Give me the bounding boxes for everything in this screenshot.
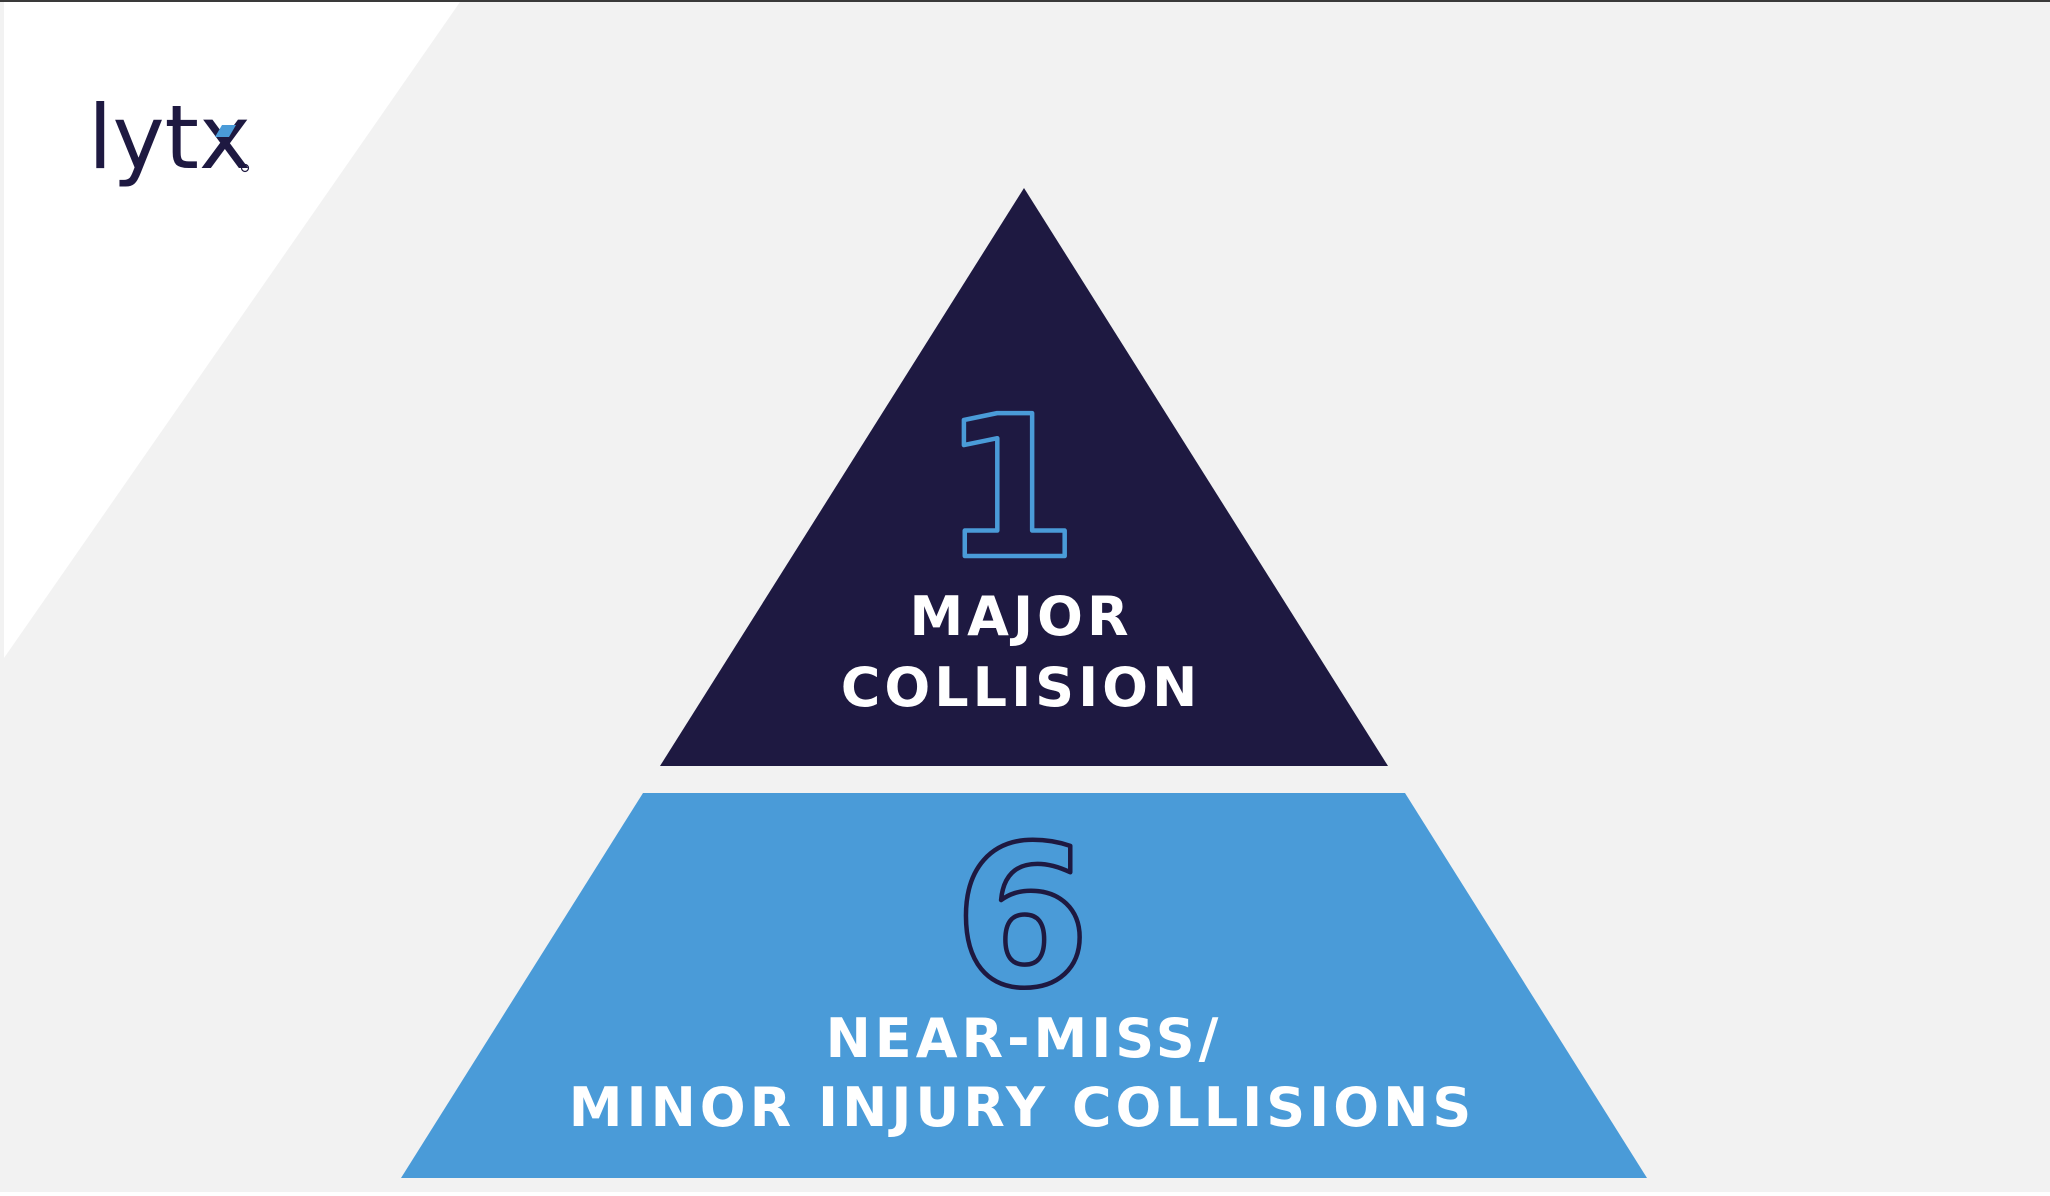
pyramid-bottom-tier bbox=[401, 793, 1647, 1178]
bottom-tier-number: 6 bbox=[954, 804, 1090, 1032]
bottom-tier-label-line1: NEAR-MISS/ bbox=[826, 1007, 1223, 1070]
pyramid-top-tier bbox=[660, 188, 1388, 766]
bottom-strip bbox=[0, 1192, 2050, 1196]
logo-accent-mark bbox=[215, 125, 236, 137]
bottom-tier-label-line2: MINOR INJURY COLLISIONS bbox=[569, 1076, 1475, 1139]
top-border bbox=[0, 0, 2050, 2]
logo-wordmark: lytx bbox=[88, 86, 251, 189]
corner-panel bbox=[4, 2, 460, 658]
lytx-logo: lytx bbox=[88, 86, 251, 189]
top-tier-label-line2: COLLISION bbox=[841, 656, 1202, 719]
registered-mark-icon bbox=[240, 163, 250, 173]
top-tier-number: 1 bbox=[942, 375, 1078, 603]
top-tier-label-line1: MAJOR bbox=[909, 585, 1132, 648]
